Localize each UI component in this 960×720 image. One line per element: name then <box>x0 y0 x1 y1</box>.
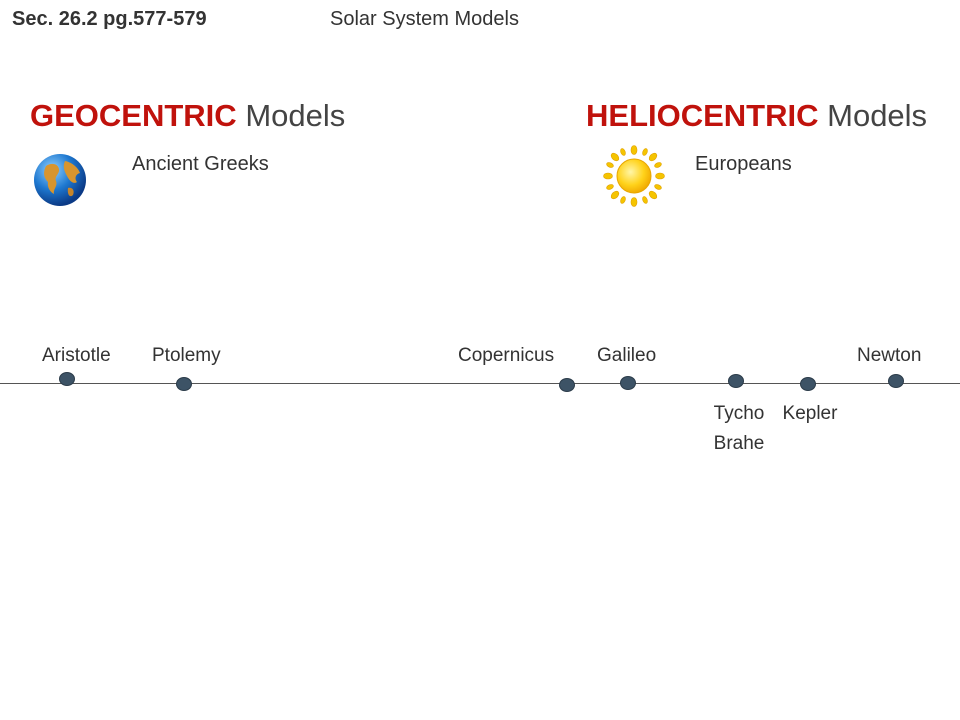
timeline-dot-tycho-brahe <box>728 374 744 388</box>
timeline-label-galileo: Galileo <box>597 345 657 366</box>
geocentric-models-label: Models <box>245 98 346 133</box>
geocentric-keyword: GEOCENTRIC <box>30 98 237 133</box>
timeline-label-ptolemy: Ptolemy <box>152 345 221 366</box>
kepler-line1: Kepler <box>782 403 838 424</box>
section-reference: Sec. 26.2 pg.577-579 <box>12 8 207 30</box>
geocentric-subtitle: Ancient Greeks <box>132 153 269 175</box>
timeline-dot-galileo <box>620 376 636 390</box>
timeline-label-tycho-brahe: Tycho Brahe <box>706 399 772 459</box>
tycho-brahe-line1: Tycho <box>713 403 765 424</box>
globe-icon <box>32 152 88 208</box>
timeline-dot-copernicus <box>559 378 575 392</box>
timeline-dot-ptolemy <box>176 377 192 391</box>
sun-icon <box>602 144 666 208</box>
timeline-label-newton: Newton <box>857 345 922 366</box>
timeline-label-copernicus: Copernicus <box>458 345 555 366</box>
heliocentric-keyword: HELIOCENTRIC <box>586 98 819 133</box>
timeline-dot-newton <box>888 374 904 388</box>
topic-title: Solar System Models <box>330 8 519 30</box>
timeline-dot-aristotle <box>59 372 75 386</box>
heliocentric-models-label: Models <box>827 98 928 133</box>
timeline-line <box>0 383 960 384</box>
heliocentric-subtitle: Europeans <box>695 153 792 175</box>
geocentric-heading: GEOCENTRIC Models <box>30 98 345 134</box>
heliocentric-heading: HELIOCENTRIC Models <box>586 98 927 134</box>
timeline-label-aristotle: Aristotle <box>42 345 111 366</box>
timeline-label-kepler: Kepler <box>776 399 844 429</box>
tycho-brahe-line2: Brahe <box>713 433 765 454</box>
timeline-dot-kepler <box>800 377 816 391</box>
